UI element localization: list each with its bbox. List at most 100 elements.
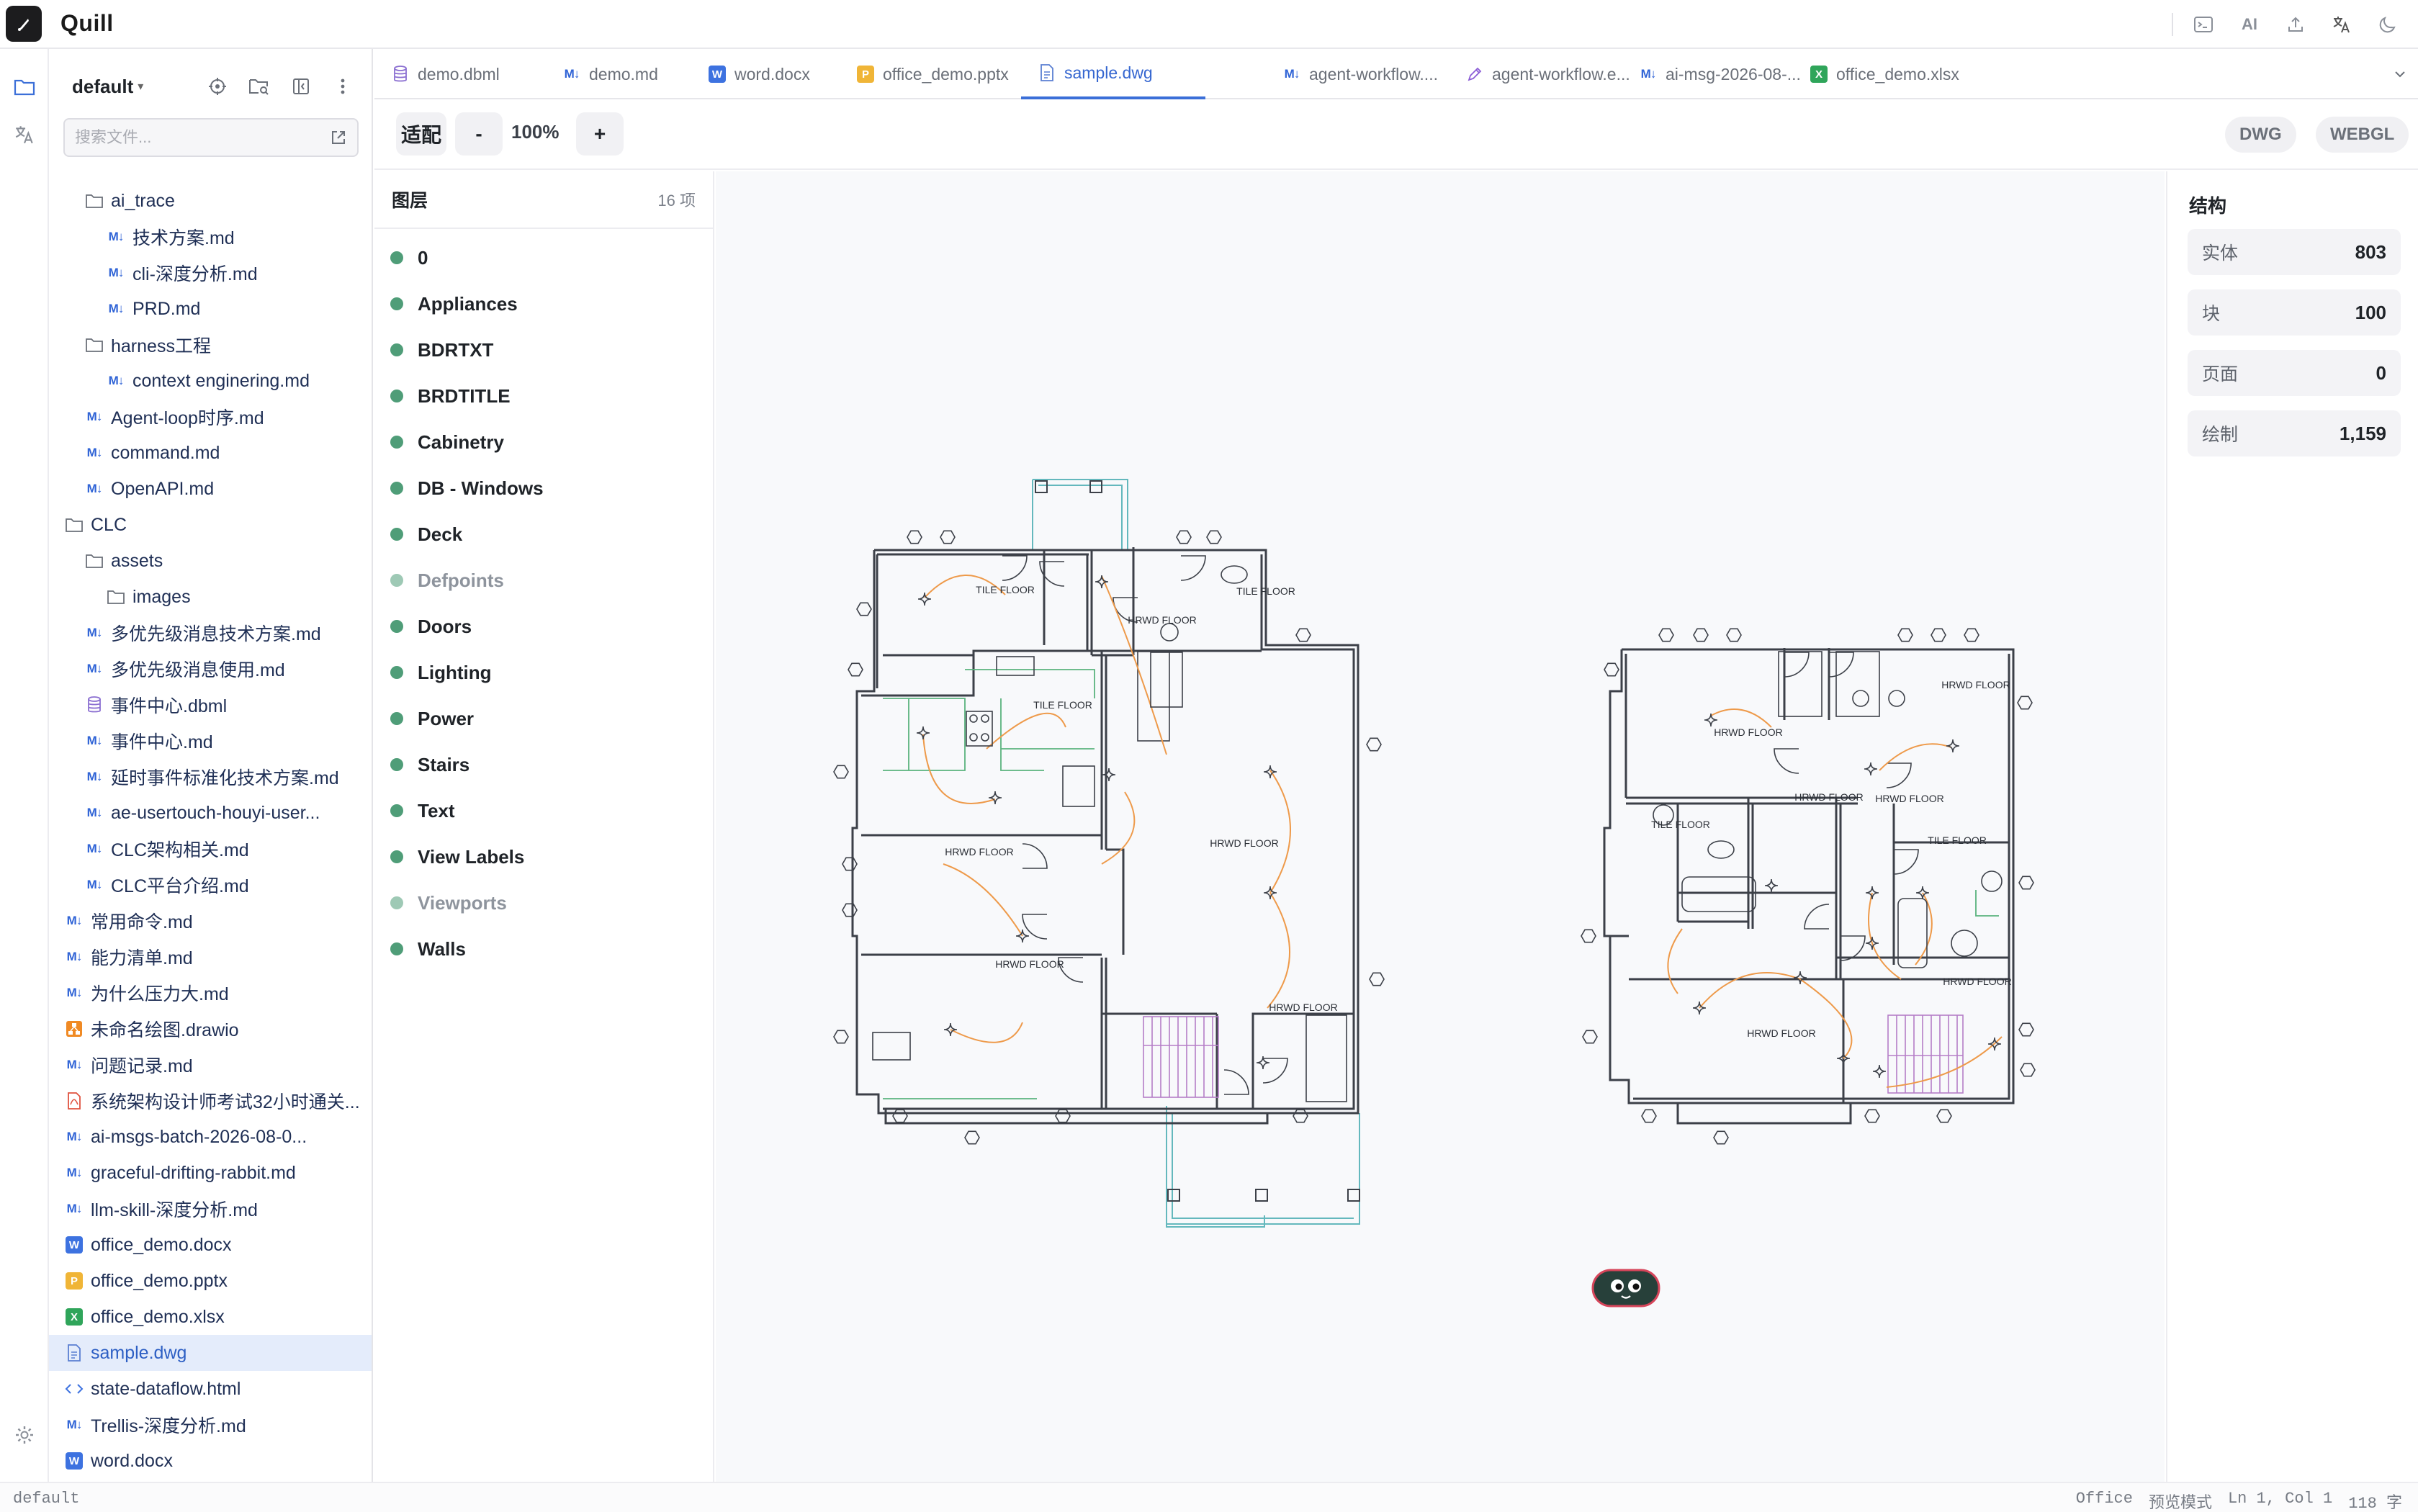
tree-file[interactable]: M↓为什么压力大.md: [49, 975, 372, 1011]
tree-file[interactable]: M↓多优先级消息技术方案.md: [49, 615, 372, 651]
tree-file[interactable]: M↓graceful-drifting-rabbit.md: [49, 1155, 372, 1191]
tree-file[interactable]: M↓事件中心.md: [49, 723, 372, 759]
theme-moon-icon[interactable]: [2372, 9, 2404, 40]
editor-tab[interactable]: agent-workflow.e...: [1449, 49, 1630, 99]
settings-gear-icon[interactable]: [6, 1417, 42, 1453]
layer-visibility-dot-icon[interactable]: [390, 850, 403, 863]
layer-visibility-dot-icon[interactable]: [390, 666, 403, 679]
tree-file[interactable]: 事件中心.dbml: [49, 687, 372, 723]
translate-panel-icon[interactable]: [6, 117, 42, 153]
layer-item[interactable]: Viewports: [374, 880, 713, 926]
layer-item[interactable]: DB - Windows: [374, 465, 713, 511]
tree-file[interactable]: state-dataflow.html: [49, 1371, 372, 1407]
layer-item[interactable]: Text: [374, 788, 713, 834]
tree-file[interactable]: 系统架构设计师考试32小时通关...: [49, 1083, 372, 1119]
layer-visibility-dot-icon[interactable]: [390, 297, 403, 310]
layer-item[interactable]: Doors: [374, 603, 713, 649]
layer-item[interactable]: Defpoints: [374, 557, 713, 603]
layer-visibility-dot-icon[interactable]: [390, 343, 403, 356]
tree-file[interactable]: M↓command.md: [49, 435, 372, 471]
tree-file[interactable]: M↓能力清单.md: [49, 939, 372, 975]
tree-folder[interactable]: CLC: [49, 507, 372, 543]
tree-file[interactable]: M↓ae-usertouch-houyi-user...: [49, 795, 372, 831]
tree-file[interactable]: M↓OpenAPI.md: [49, 471, 372, 507]
layer-visibility-dot-icon[interactable]: [390, 436, 403, 449]
layer-visibility-dot-icon[interactable]: [390, 620, 403, 633]
layer-visibility-dot-icon[interactable]: [390, 390, 403, 402]
file-search-input[interactable]: [75, 128, 313, 147]
tree-file[interactable]: M↓技术方案.md: [49, 219, 372, 255]
layer-visibility-dot-icon[interactable]: [390, 251, 403, 264]
tree-file[interactable]: M↓CLC架构相关.md: [49, 831, 372, 867]
tree-file[interactable]: M↓问题记录.md: [49, 1047, 372, 1083]
export-icon[interactable]: [2280, 9, 2311, 40]
layer-item[interactable]: Deck: [374, 511, 713, 557]
layer-visibility-dot-icon[interactable]: [390, 482, 403, 495]
ai-button[interactable]: AI: [2242, 15, 2257, 33]
layer-visibility-dot-icon[interactable]: [390, 574, 403, 587]
target-icon[interactable]: [203, 72, 232, 101]
tree-file[interactable]: M↓Agent-loop时序.md: [49, 399, 372, 435]
layer-visibility-dot-icon[interactable]: [390, 528, 403, 541]
layer-item[interactable]: Power: [374, 696, 713, 742]
layer-item[interactable]: Lighting: [374, 649, 713, 696]
tree-folder[interactable]: ai_trace: [49, 183, 372, 219]
layer-item[interactable]: Appliances: [374, 281, 713, 327]
tree-file[interactable]: M↓PRD.md: [49, 291, 372, 327]
mode-webgl-button[interactable]: WEBGL: [2316, 117, 2409, 153]
tree-folder[interactable]: assets: [49, 543, 372, 579]
layer-item[interactable]: Stairs: [374, 742, 713, 788]
workspace-selector[interactable]: default ▾: [72, 71, 143, 102]
zoom-out-button[interactable]: -: [455, 112, 503, 156]
layer-visibility-dot-icon[interactable]: [390, 942, 403, 955]
explorer-folder-icon[interactable]: [6, 69, 42, 105]
tree-folder[interactable]: harness工程: [49, 327, 372, 363]
tree-file[interactable]: M↓常用命令.md: [49, 903, 372, 939]
tree-file[interactable]: M↓多优先级消息使用.md: [49, 651, 372, 687]
editor-tab[interactable]: M↓agent-workflow....: [1266, 49, 1438, 99]
tree-file[interactable]: M↓Trellis-深度分析.md: [49, 1407, 372, 1443]
zoom-in-button[interactable]: +: [576, 112, 624, 156]
translate-icon[interactable]: [2326, 9, 2358, 40]
tree-file[interactable]: sample.dwg: [49, 1335, 372, 1371]
fit-button[interactable]: 适配: [396, 112, 446, 156]
terminal-icon[interactable]: [2188, 9, 2219, 40]
tree-file[interactable]: M↓cli-深度分析.md: [49, 255, 372, 291]
editor-tab[interactable]: sample.dwg: [1021, 49, 1205, 99]
layer-item[interactable]: BRDTITLE: [374, 373, 713, 419]
layer-item[interactable]: Cabinetry: [374, 419, 713, 465]
layer-item[interactable]: Walls: [374, 926, 713, 972]
more-vertical-icon[interactable]: [328, 72, 357, 101]
layer-item[interactable]: BDRTXT: [374, 327, 713, 373]
layer-visibility-dot-icon[interactable]: [390, 804, 403, 817]
folder-search-icon[interactable]: [245, 72, 274, 101]
tree-file[interactable]: M↓CLC平台介绍.md: [49, 867, 372, 903]
tree-file[interactable]: M↓context enginering.md: [49, 363, 372, 399]
tree-folder[interactable]: images: [49, 579, 372, 615]
layer-visibility-dot-icon[interactable]: [390, 712, 403, 725]
assistant-mascot-icon[interactable]: [1591, 1269, 1660, 1309]
layer-visibility-dot-icon[interactable]: [390, 758, 403, 771]
layer-item[interactable]: 0: [374, 235, 713, 281]
layer-item[interactable]: View Labels: [374, 834, 713, 880]
open-external-icon[interactable]: [330, 129, 347, 146]
mode-dwg-button[interactable]: DWG: [2225, 117, 2296, 153]
tree-file[interactable]: M↓llm-skill-深度分析.md: [49, 1191, 372, 1227]
editor-tab[interactable]: M↓demo.md: [546, 49, 658, 99]
editor-tab[interactable]: demo.dbml: [374, 49, 500, 99]
collapse-panel-icon[interactable]: [287, 72, 315, 101]
tabs-overflow-chevron-icon[interactable]: [2389, 63, 2411, 85]
tree-file[interactable]: 未命名绘图.drawio: [49, 1011, 372, 1047]
editor-tab[interactable]: M↓ai-msg-2026-08-...: [1622, 49, 1801, 99]
layer-visibility-dot-icon[interactable]: [390, 896, 403, 909]
tree-file[interactable]: M↓ai-msgs-batch-2026-08-0...: [49, 1119, 372, 1155]
tree-file[interactable]: M↓延时事件标准化技术方案.md: [49, 759, 372, 795]
